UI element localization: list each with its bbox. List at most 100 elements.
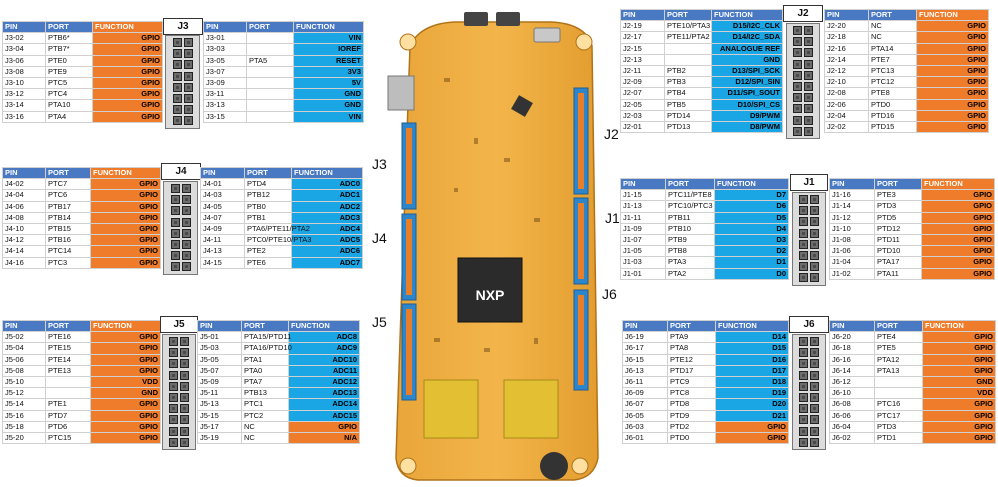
pin-pair — [170, 251, 191, 261]
cell-port: PTC4 — [45, 88, 93, 101]
board-drawing: NXP — [387, 12, 599, 481]
cell-function: ADC5 — [291, 234, 363, 247]
cell-function: GPIO — [90, 178, 161, 191]
cell-function: ADC10 — [288, 353, 360, 366]
header-pin — [169, 392, 178, 402]
cell-pin: J5-12 — [2, 387, 46, 400]
cell-pin: J4-16 — [2, 256, 46, 269]
cell-function: VIN — [293, 32, 364, 45]
cell-pin: J5-06 — [2, 353, 46, 366]
header-pin — [799, 348, 808, 358]
cell-pin: J6-07 — [622, 398, 668, 411]
cell-port: PTE11/PTA2 — [664, 31, 712, 44]
header-pin — [810, 239, 819, 249]
header-pin — [170, 184, 180, 193]
pin-pair — [799, 250, 819, 260]
pin-pair — [799, 217, 819, 227]
cell-pin: J2-02 — [824, 120, 869, 134]
cell-pin: J4-14 — [2, 245, 46, 258]
j1-pin-strip — [792, 192, 826, 286]
header-pin — [810, 370, 819, 380]
cell-port: PTD12 — [874, 222, 922, 235]
cell-function: D4 — [714, 222, 789, 235]
cell-pin: J4-15 — [200, 256, 245, 269]
header-pin — [181, 262, 191, 272]
cell-port: PTB3 — [664, 76, 712, 89]
cell-pin: J6-05 — [622, 409, 668, 422]
header-pin — [181, 217, 191, 227]
pin-pair — [172, 82, 193, 92]
cell-function: GPIO — [90, 409, 161, 422]
header-function: FUNCTION — [714, 177, 789, 191]
header-pin — [180, 359, 189, 369]
cell-pin: J6-19 — [622, 331, 668, 344]
cell-port: PTC16 — [874, 398, 923, 411]
cell-function: ADC1 — [291, 189, 363, 202]
header-pin — [170, 262, 180, 272]
cell-port: PTC10/PTC3 — [665, 200, 715, 213]
cell-function: GPIO — [922, 420, 996, 433]
cell-pin: J1-14 — [829, 200, 875, 213]
cell-pin: J6-08 — [829, 398, 875, 411]
cell-function: GPIO — [916, 42, 989, 55]
cell-port: PTD9 — [667, 409, 716, 422]
header-port: PORT — [244, 166, 292, 180]
cell-pin: J5-11 — [197, 387, 242, 400]
header-pin — [810, 228, 819, 238]
cell-function: GPIO — [90, 420, 161, 433]
pin-pair — [172, 93, 193, 103]
header-pin — [793, 81, 802, 91]
cell-port: PTA2 — [665, 267, 715, 280]
cell-function: GPIO — [92, 54, 163, 67]
cell-pin: J6-02 — [829, 431, 875, 445]
header-port: PORT — [241, 319, 289, 333]
cell-pin: J1-09 — [620, 222, 666, 235]
header-pin — [804, 126, 813, 136]
pin-pair — [169, 381, 189, 391]
header-pin: PIN — [2, 20, 46, 34]
header-pin — [810, 392, 819, 402]
header-pin — [799, 415, 808, 425]
cell-function: D18 — [715, 375, 789, 389]
cell-port: PTE1 — [45, 398, 91, 411]
pin-pair — [169, 392, 189, 402]
header-function: FUNCTION — [715, 319, 789, 333]
cell-port: PTC15 — [45, 431, 91, 445]
cell-pin: J2-05 — [620, 98, 665, 111]
pin-pair — [170, 217, 191, 227]
cell-function: GPIO — [90, 200, 161, 213]
header-pin — [169, 370, 178, 380]
cell-function: GPIO — [916, 64, 989, 78]
cell-port: PTE10/PTA3 — [664, 20, 712, 33]
header-pin: PIN — [829, 319, 875, 333]
pin-pair — [169, 415, 189, 425]
header-port: PORT — [667, 319, 716, 333]
header-pin — [170, 206, 180, 216]
cell-pin: J5-20 — [2, 431, 46, 445]
header-pin — [183, 71, 193, 81]
cell-pin: J1-12 — [829, 211, 875, 224]
cell-pin: J3-14 — [2, 99, 46, 112]
pin-pair — [169, 348, 189, 358]
cell-port: PTB10 — [665, 222, 715, 235]
cell-function: D8/PWM — [711, 120, 783, 134]
